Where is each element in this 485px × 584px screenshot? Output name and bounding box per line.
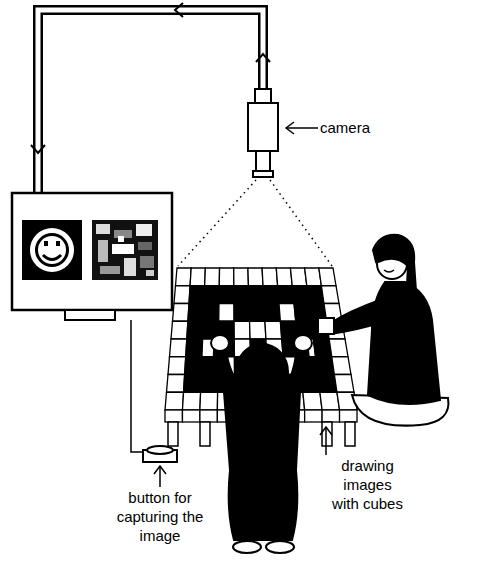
- cube: [187, 321, 204, 339]
- cube: [219, 286, 234, 304]
- cube: [201, 375, 218, 393]
- button-leader: [154, 466, 166, 487]
- image-patch: [138, 242, 152, 250]
- cube: [189, 286, 205, 304]
- cube: [203, 304, 219, 322]
- image-patch: [136, 224, 152, 236]
- cube: [262, 268, 278, 286]
- cube: [294, 304, 311, 322]
- boy-figure: [211, 335, 312, 553]
- cube: [263, 286, 279, 304]
- image-patch: [118, 236, 124, 242]
- cube: [219, 268, 234, 286]
- cube: [248, 268, 263, 286]
- image-patch: [140, 256, 154, 268]
- cube: [168, 357, 186, 375]
- image-patch: [96, 224, 110, 234]
- cube: [280, 321, 297, 339]
- cube: [334, 375, 354, 393]
- cube-front: [305, 410, 322, 422]
- cube: [173, 304, 190, 322]
- cube: [320, 392, 340, 410]
- cube: [249, 304, 265, 322]
- captured-image: [96, 224, 154, 276]
- table-leader: [320, 427, 332, 455]
- cube: [200, 392, 218, 410]
- callout-label: button for capturing the image: [105, 488, 215, 545]
- girl-figure: [318, 235, 448, 426]
- cube: [204, 286, 219, 304]
- cube: [276, 268, 292, 286]
- image-patch: [146, 270, 154, 276]
- cube-front: [340, 410, 357, 422]
- callout-label: drawing images with cubes: [330, 456, 405, 513]
- cube: [234, 268, 249, 286]
- cube: [182, 392, 200, 410]
- table-leg: [200, 422, 210, 446]
- cube: [303, 392, 322, 410]
- camera-symbol: [248, 89, 278, 177]
- view-lines: [178, 180, 332, 266]
- image-patch: [112, 244, 134, 254]
- cube: [278, 286, 294, 304]
- cube: [176, 268, 192, 286]
- cube: [279, 304, 296, 322]
- cube: [248, 286, 264, 304]
- cube: [318, 375, 337, 393]
- table-leg: [168, 422, 178, 446]
- cable-pipe: [31, 3, 270, 196]
- cube: [292, 286, 309, 304]
- table-leg: [345, 422, 355, 446]
- cube: [188, 304, 204, 322]
- cube: [205, 268, 220, 286]
- image-patch: [98, 240, 108, 262]
- cube: [265, 321, 282, 339]
- image-patch: [100, 266, 120, 274]
- button-wire: [131, 320, 145, 452]
- cube: [234, 286, 249, 304]
- cube: [171, 321, 188, 339]
- camera-leader: [286, 122, 318, 134]
- monitor: [12, 193, 172, 320]
- cube: [264, 304, 280, 322]
- cube: [329, 339, 348, 357]
- cube: [332, 357, 351, 375]
- image-patch: [124, 258, 136, 276]
- cube: [174, 286, 190, 304]
- cube: [165, 392, 184, 410]
- capture-button: [143, 446, 177, 462]
- callout-label: camera: [320, 118, 400, 137]
- cube-front: [165, 410, 182, 422]
- cube: [185, 357, 202, 375]
- cube: [319, 268, 336, 286]
- cube-front: [182, 410, 199, 422]
- cube: [250, 321, 266, 339]
- cube: [321, 286, 339, 304]
- cube: [234, 304, 250, 322]
- cube: [170, 339, 187, 357]
- cube: [190, 268, 205, 286]
- cube-front: [200, 410, 217, 422]
- cube: [184, 375, 202, 393]
- cube: [167, 375, 185, 393]
- cube: [219, 304, 234, 322]
- cube: [234, 321, 250, 339]
- cube: [186, 339, 203, 357]
- cube-front: [322, 410, 339, 422]
